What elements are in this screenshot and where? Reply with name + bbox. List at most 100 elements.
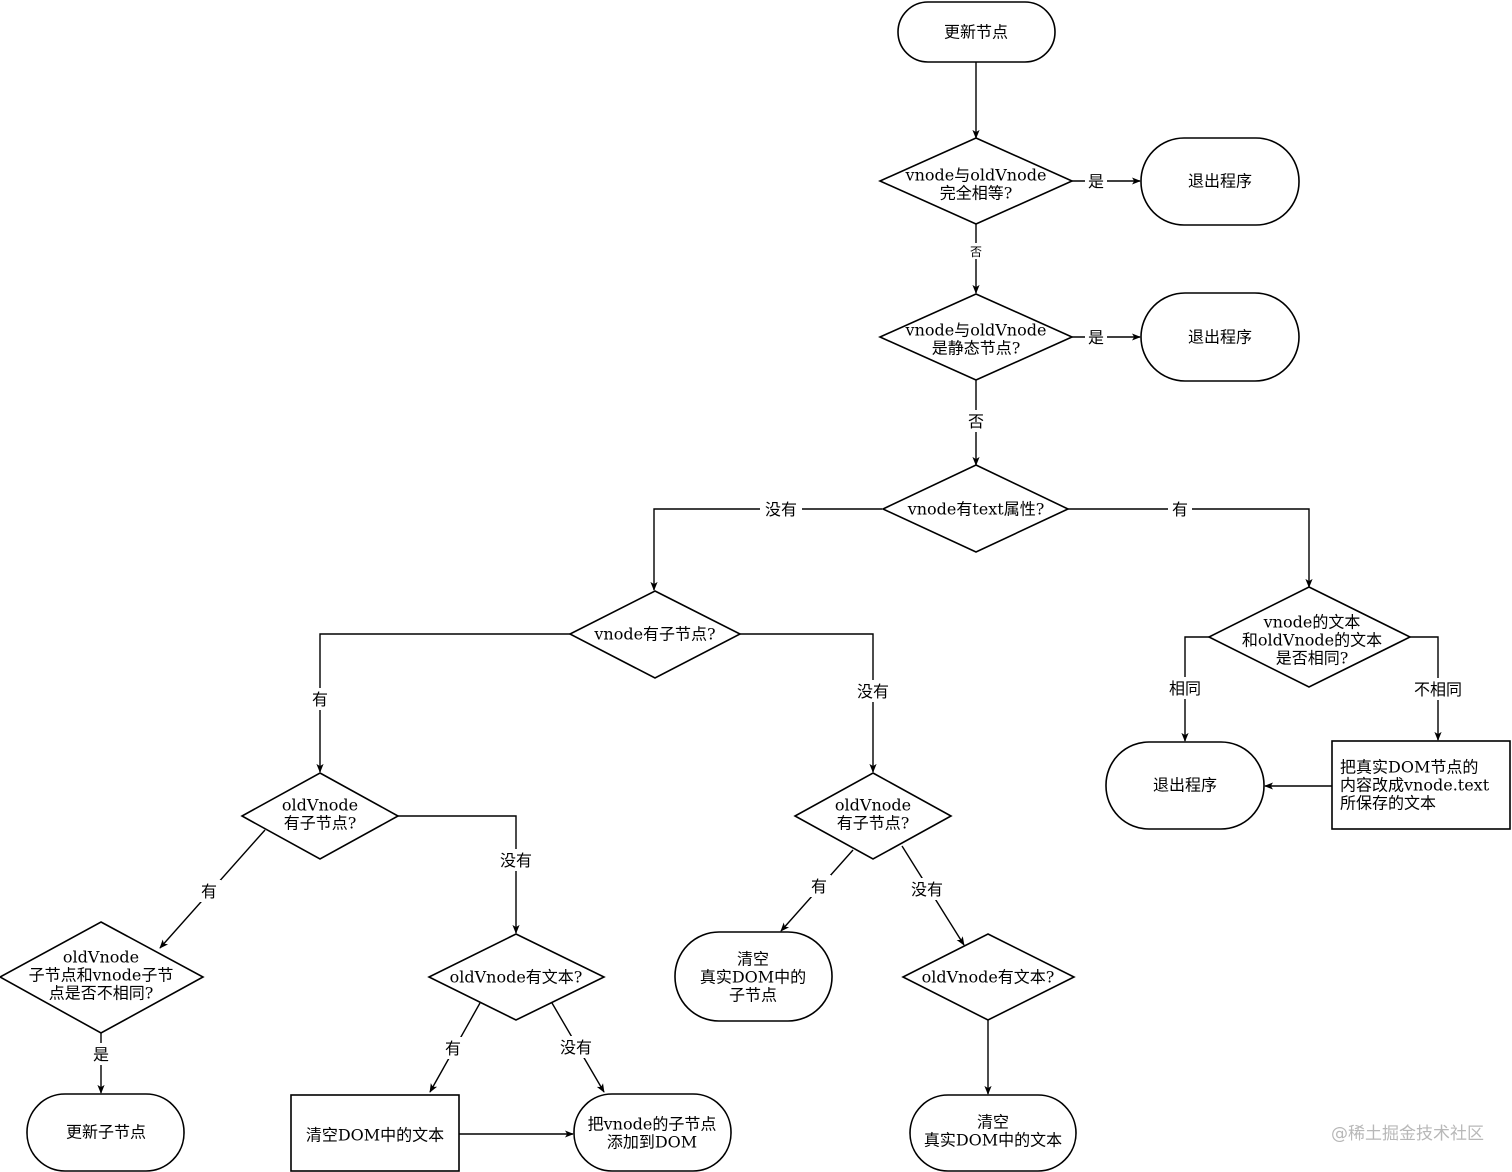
node-label-line: oldVnode xyxy=(282,796,358,815)
node-label-line: vnode有子节点? xyxy=(593,625,715,644)
decision-equal xyxy=(878,137,1074,225)
clear-text-process-left-label: 清空DOM中的文本 xyxy=(306,1126,444,1145)
node-label-line: 清空DOM中的文本 xyxy=(306,1126,444,1145)
node-label-line: 和oldVnode的文本 xyxy=(1242,631,1382,650)
node-label-line: 是静态节点? xyxy=(932,339,1021,358)
node-label-line: 添加到DOM xyxy=(607,1133,697,1152)
node-label-line: vnode的文本 xyxy=(1263,613,1361,632)
edge-label-text-no: 没有 xyxy=(765,500,797,519)
decision-old-text-right-label: oldVnode有文本? xyxy=(922,968,1055,987)
decision-text-same xyxy=(1207,586,1412,688)
decision-old-text-right xyxy=(901,933,1076,1021)
edge-text-no xyxy=(650,508,882,591)
edge-label-text-yes: 有 xyxy=(1172,500,1188,519)
node-label-line: 真实DOM中的文本 xyxy=(924,1131,1062,1150)
exit-terminal-1 xyxy=(1140,137,1300,226)
edge-label-equal-yes: 是 xyxy=(1088,172,1104,191)
set-text-process xyxy=(1331,740,1511,830)
node-label-line: 有子节点? xyxy=(837,814,910,833)
node-label-line: vnode有text属性? xyxy=(907,500,1045,519)
edge-label-oldc-l-yes: 有 xyxy=(201,882,217,901)
watermark: @稀土掘金技术社区 xyxy=(1331,1124,1484,1144)
node-label-line: 退出程序 xyxy=(1188,328,1252,347)
edge-label-children-no: 没有 xyxy=(857,682,889,701)
node-label-line: oldVnode有文本? xyxy=(922,968,1055,987)
node-label-line: 更新节点 xyxy=(944,23,1008,42)
exit-terminal-1-label: 退出程序 xyxy=(1188,172,1252,191)
edge-label-diff-yes: 是 xyxy=(93,1045,109,1064)
decision-children-differ xyxy=(0,921,205,1034)
node-label-line: 内容改成vnode.text xyxy=(1340,776,1490,795)
start-terminal-label: 更新节点 xyxy=(944,23,1008,42)
edge-label-same-no: 不相同 xyxy=(1414,680,1462,699)
node-label-line: 把真实DOM节点的 xyxy=(1340,758,1478,777)
exit-terminal-3 xyxy=(1105,741,1265,830)
exit-terminal-2 xyxy=(1140,292,1300,382)
add-children-terminal-label: 把vnode的子节点添加到DOM xyxy=(588,1115,717,1152)
node-label-line: 是否相同? xyxy=(1276,649,1349,668)
add-children-terminal xyxy=(573,1093,732,1172)
node-label-line: oldVnode有文本? xyxy=(450,968,583,987)
decision-has-children xyxy=(568,590,742,679)
clear-children-terminal-label: 清空真实DOM中的子节点 xyxy=(700,950,806,1005)
clear-children-terminal xyxy=(674,931,833,1022)
node-label-line: 点是否不相同? xyxy=(49,984,154,1003)
decision-old-children-left xyxy=(240,772,400,860)
node-label-line: 所保存的文本 xyxy=(1340,794,1436,813)
decision-has-text xyxy=(881,464,1070,553)
edge-children-no xyxy=(740,633,877,773)
edge-text-yes xyxy=(1068,508,1313,588)
edge-label-static-no: 否 xyxy=(968,412,984,431)
edge-label-static-yes: 是 xyxy=(1088,328,1104,347)
decision-old-children-right xyxy=(793,772,953,860)
decision-old-text-left-label: oldVnode有文本? xyxy=(450,968,583,987)
node-label-line: 清空 xyxy=(737,950,769,969)
edge-children-yes xyxy=(316,633,570,773)
node-label-line: oldVnode xyxy=(835,796,911,815)
edge-label-children-yes: 有 xyxy=(312,690,328,709)
node-label-line: vnode与oldVnode xyxy=(905,321,1047,340)
edge-label-oldc-l-no: 没有 xyxy=(500,851,532,870)
edge-label-oldt-l-yes: 有 xyxy=(445,1039,461,1058)
edge-label-oldc-r-no: 没有 xyxy=(911,880,943,899)
node-label-line: 子节点和vnode子节 xyxy=(29,966,174,985)
edge-same-yes xyxy=(1181,636,1209,742)
update-children-terminal xyxy=(26,1093,185,1172)
exit-terminal-3-label: 退出程序 xyxy=(1153,776,1217,795)
clear-text-terminal-right-label: 清空真实DOM中的文本 xyxy=(924,1113,1062,1150)
edge-oldc-l-no xyxy=(398,815,520,934)
edge-labels: 是 否 是 否 没有 有 有 没有 相同 不相同 有 没有 是 有 没有 有 没 xyxy=(90,170,1466,1065)
node-label-line: 更新子节点 xyxy=(66,1123,146,1142)
node-label-line: 清空 xyxy=(977,1113,1009,1132)
decision-static xyxy=(878,293,1074,381)
node-label-line: 子节点 xyxy=(729,986,777,1005)
update-children-terminal-label: 更新子节点 xyxy=(66,1123,146,1142)
node-label-line: 完全相等? xyxy=(940,184,1013,203)
node-label-line: 真实DOM中的 xyxy=(700,968,806,987)
clear-text-process-left xyxy=(290,1094,460,1172)
clear-text-terminal-right xyxy=(909,1094,1077,1172)
node-label-line: 退出程序 xyxy=(1188,172,1252,191)
decision-has-text-label: vnode有text属性? xyxy=(907,500,1045,519)
node-label-line: vnode与oldVnode xyxy=(905,166,1047,185)
edge-label-same-yes: 相同 xyxy=(1169,679,1201,698)
node-label-line: 退出程序 xyxy=(1153,776,1217,795)
start-terminal xyxy=(897,1,1056,63)
node-label-line: 把vnode的子节点 xyxy=(588,1115,717,1134)
edge-label-oldc-r-yes: 有 xyxy=(811,877,827,896)
exit-terminal-2-label: 退出程序 xyxy=(1188,328,1252,347)
edge-same-no xyxy=(1410,636,1442,741)
edge-label-equal-no: 否 xyxy=(970,245,982,259)
edge-label-oldt-l-no: 没有 xyxy=(560,1038,592,1057)
decision-text-same-label: vnode的文本和oldVnode的文本是否相同? xyxy=(1242,613,1382,668)
decision-old-text-left xyxy=(427,933,606,1021)
decision-has-children-label: vnode有子节点? xyxy=(593,625,715,644)
